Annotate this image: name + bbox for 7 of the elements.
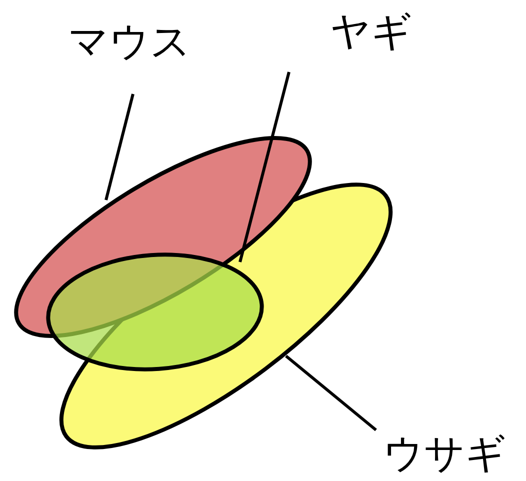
ellipse [46, 252, 264, 372]
animal-label: ウサギ [383, 432, 506, 476]
animal-label: ヤギ [330, 10, 412, 54]
animal-label: マウス [68, 20, 191, 64]
leader-line [238, 72, 290, 262]
leader-line [104, 94, 134, 200]
leader-line [285, 354, 377, 432]
